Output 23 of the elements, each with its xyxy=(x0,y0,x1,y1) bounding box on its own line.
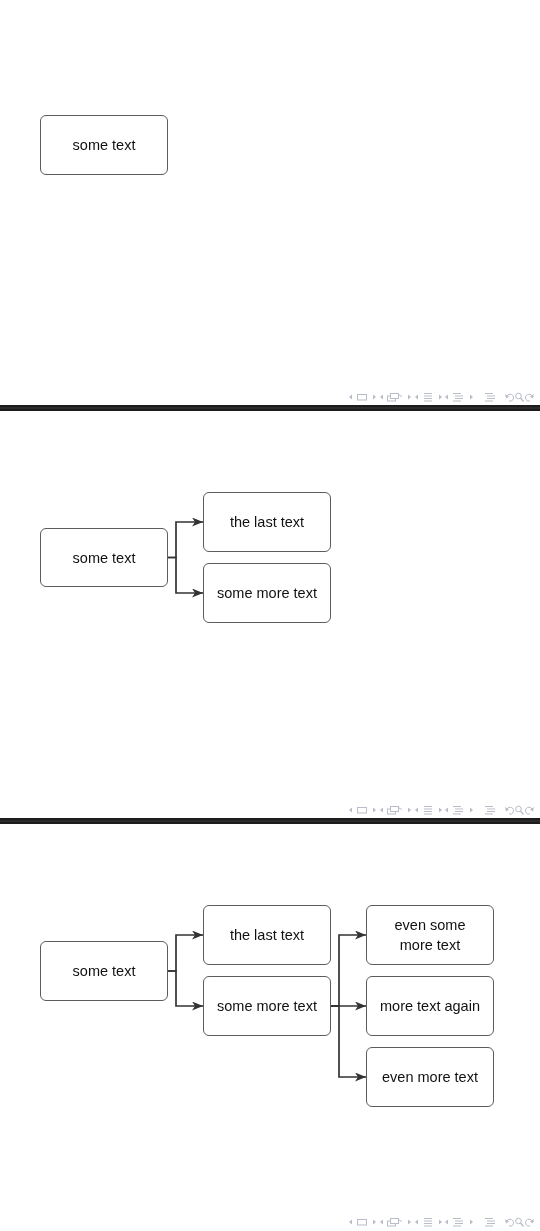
node-label: even more text xyxy=(382,1068,478,1087)
node-label: some text xyxy=(72,548,136,568)
connector-arrow xyxy=(167,970,204,1011)
node-label: some more text xyxy=(217,584,317,603)
node-label: the last text xyxy=(229,926,305,945)
process-box xyxy=(203,976,331,1036)
process-box xyxy=(40,115,168,175)
node-label: the last text xyxy=(229,513,305,532)
process-box xyxy=(203,492,331,552)
node-label: more text again xyxy=(380,997,480,1016)
process-box xyxy=(203,905,331,965)
connector-arrow xyxy=(330,1005,367,1082)
process-box xyxy=(40,528,168,587)
node-label: even some more text xyxy=(393,916,467,955)
process-box xyxy=(366,905,494,965)
process-box xyxy=(366,1047,494,1107)
node-label: some text xyxy=(72,962,136,981)
connector-arrow xyxy=(167,556,204,598)
process-box xyxy=(366,976,494,1036)
process-box xyxy=(40,941,168,1001)
process-box xyxy=(203,563,331,623)
node-label: some more text xyxy=(217,997,317,1016)
node-label: some text xyxy=(72,136,136,155)
